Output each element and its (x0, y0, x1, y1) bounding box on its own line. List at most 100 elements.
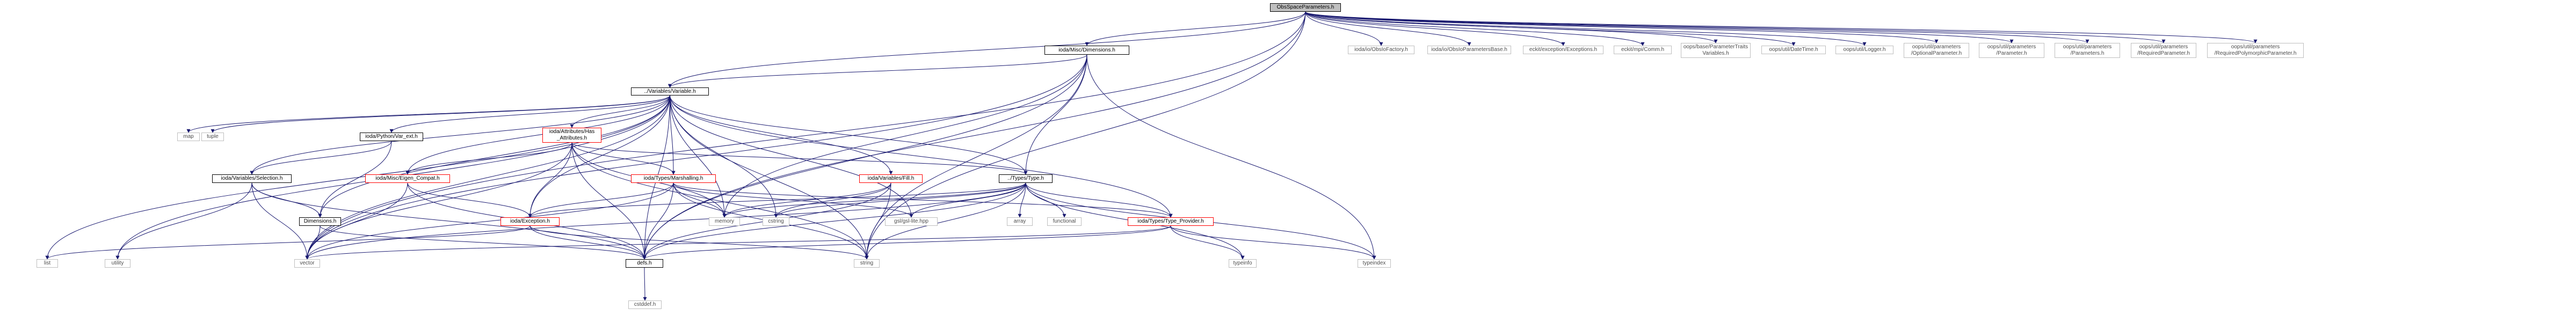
node-list: list (37, 259, 58, 268)
edge-hasattr-to-defs (571, 142, 647, 260)
edge-root-to-string (865, 11, 1306, 260)
node-cstddef: cstddef.h (628, 300, 662, 309)
edge-typeprovider-to-defs (642, 225, 1171, 260)
edge-type-to-functional (1025, 182, 1066, 218)
edge-eigen-to-vector (305, 182, 408, 260)
edge-marshalling-to-exception (528, 182, 674, 218)
node-marshalling[interactable]: ioda/Types/Marshalling.h (631, 174, 716, 183)
edge-root-to-exceptions (1305, 11, 1565, 46)
edge-type-to-exception (528, 182, 1026, 218)
edge-variable-to-vector (305, 95, 670, 260)
edge-type-to-memory (722, 182, 1026, 218)
node-cstring: cstring (763, 217, 789, 226)
edge-type-to-array (1018, 182, 1026, 218)
node-typeinfo: typeinfo (1229, 259, 1257, 268)
edge-variable-to-list (45, 95, 670, 260)
edge-variable-to-memory (670, 95, 727, 218)
node-eigen[interactable]: ioda/Misc/Eigen_Compat.h (365, 174, 450, 183)
edge-selection-to-utility (115, 182, 252, 260)
edge-root-to-reqparam (1305, 11, 2166, 43)
node-defs[interactable]: defs.h (626, 259, 663, 268)
edge-fill-to-cstring (774, 182, 891, 218)
edge-type-to-typeprovider (1025, 182, 1173, 218)
node-obsfactory: ioda/io/ObsIoFactory.h (1348, 46, 1414, 54)
edge-typeprovider-to-typeindex (1170, 225, 1376, 260)
edge-variable-to-gsl (670, 95, 913, 218)
edge-exception-to-defs (529, 225, 647, 260)
node-optparam: oops/util/parameters /OptionalParameter.… (1904, 43, 1969, 58)
edge-pyvar-to-dims (318, 141, 392, 218)
edge-type-to-cstring (774, 182, 1026, 218)
edge-type-to-string (865, 182, 1026, 260)
edge-variable-to-cstring (670, 95, 778, 218)
edge-root-to-param (1305, 11, 2014, 43)
edge-root-to-optparam (1305, 11, 1939, 43)
edge-root-to-defs (642, 11, 1306, 260)
edge-variable-to-dims (318, 95, 670, 218)
edge-root-to-datetime (1305, 11, 1796, 46)
node-selection[interactable]: ioda/Variables/Selection.h (212, 174, 292, 183)
edge-type-to-gsl (909, 182, 1026, 218)
edge-marshalling-to-vector (305, 182, 674, 260)
edge-fill-to-string (865, 182, 891, 260)
edge-root-to-dimensions (1085, 11, 1306, 46)
node-obsparamsbase: ioda/io/ObsIoParametersBase.h (1427, 46, 1511, 54)
edge-variable-to-exception (528, 95, 670, 218)
edge-variable-to-marshalling (670, 95, 676, 175)
node-variable[interactable]: ../Variables/Variable.h (631, 87, 709, 95)
edge-type-to-vector (305, 182, 1026, 260)
edge-variable-to-typeprovider (670, 95, 1173, 218)
node-paramtraits: oops/base/ParameterTraits Variables.h (1681, 43, 1751, 58)
node-tuple: tuple (201, 133, 224, 141)
node-exceptions: eckit/exception/Exceptions.h (1523, 46, 1603, 54)
edge-dimensions-to-vector (305, 54, 1087, 260)
node-functional: functional (1047, 217, 1082, 226)
edge-pyvar-to-selection (250, 141, 392, 175)
edge-exception-to-list (45, 225, 531, 260)
edge-variable-to-hasattr (570, 95, 670, 128)
edge-root-to-params (1305, 11, 2089, 43)
node-params: oops/util/parameters /Parameters.h (2055, 43, 2120, 58)
edge-hasattr-to-type (571, 142, 1028, 175)
edge-dimensions-to-defs (642, 54, 1087, 260)
node-typeindex: typeindex (1358, 259, 1391, 268)
node-pyvar[interactable]: ioda/Python/Var_ext.h (360, 133, 423, 141)
edge-variable-to-selection (250, 95, 670, 175)
node-type[interactable]: ../Types/Type.h (999, 174, 1053, 183)
edge-variable-to-tuple (211, 95, 670, 133)
node-utility: utility (105, 259, 130, 268)
edge-dimensions-to-variable (668, 54, 1087, 88)
node-dimensions[interactable]: ioda/Misc/Dimensions.h (1044, 46, 1129, 55)
node-datetime: oops/util/DateTime.h (1761, 46, 1826, 54)
node-root[interactable]: ObsSpaceParameters.h (1270, 3, 1341, 12)
node-vector: vector (294, 259, 320, 268)
node-comm: eckit/mpi/Comm.h (1614, 46, 1672, 54)
edge-dims-to-vector (305, 225, 321, 260)
edge-variable-to-type (670, 95, 1028, 175)
node-logger: oops/util/Logger.h (1835, 46, 1893, 54)
edge-dimensions-to-type (1024, 54, 1087, 175)
edge-variable-to-string (670, 95, 869, 260)
node-gsl: gsl/gsl-lite.hpp (885, 217, 938, 226)
node-param: oops/util/parameters /Parameter.h (1979, 43, 2044, 58)
edge-dimensions-to-memory (722, 54, 1087, 218)
edge-marshalling-to-memory (673, 182, 727, 218)
node-hasattr[interactable]: ioda/Attributes/Has _Attributes.h (542, 128, 601, 143)
node-reqpoly: oops/util/parameters /RequiredPolymorphi… (2207, 43, 2304, 58)
node-dims[interactable]: Dimensions.h (299, 217, 341, 226)
edge-marshalling-to-typeprovider (673, 182, 1173, 218)
node-typeprovider[interactable]: ioda/Types/Type_Provider.h (1128, 217, 1214, 226)
edge-typeprovider-to-typeinfo (1170, 225, 1245, 260)
node-exception[interactable]: ioda/Exception.h (500, 217, 560, 226)
node-fill[interactable]: ioda/Variables/Fill.h (859, 174, 923, 183)
edge-type-to-defs (642, 182, 1026, 260)
edge-variable-to-fill (670, 95, 893, 175)
edge-fill-to-memory (722, 182, 891, 218)
edge-defs-to-cstddef (643, 267, 647, 301)
node-array: array (1007, 217, 1033, 226)
edge-hasattr-to-exception (528, 142, 572, 218)
edge-eigen-to-exception (407, 182, 532, 218)
edge-typeprovider-to-vector (305, 225, 1171, 260)
edge-root-to-comm (1305, 11, 1645, 46)
edge-hasattr-to-eigen (405, 142, 572, 175)
